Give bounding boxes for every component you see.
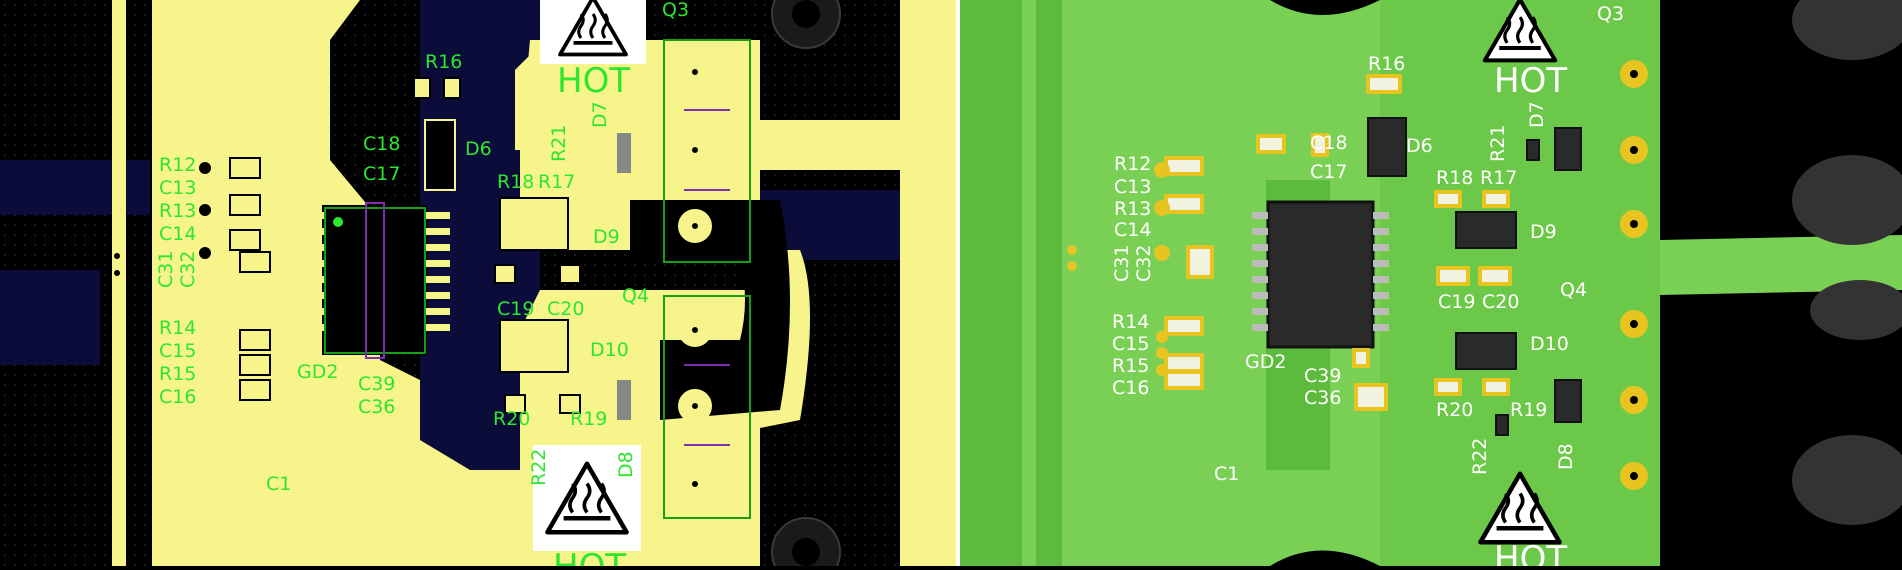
designator-label: R14 bbox=[1112, 311, 1149, 333]
designator-label: D9 bbox=[1530, 221, 1557, 243]
designator-label: C36 bbox=[1304, 387, 1341, 409]
designator-label: D7 bbox=[589, 101, 611, 128]
hot-warning-text: HOT bbox=[553, 547, 626, 566]
designator-label: R19 bbox=[570, 408, 607, 430]
designator-label: R22 bbox=[1469, 438, 1491, 475]
designator-label: R18 bbox=[1436, 167, 1473, 189]
designator-label: R13 bbox=[1114, 198, 1151, 220]
designator-label: C14 bbox=[1114, 219, 1151, 241]
designator-label: GD2 bbox=[297, 361, 338, 383]
designator-label: C17 bbox=[1310, 161, 1347, 183]
designator-label: R14 bbox=[159, 317, 196, 339]
designator-label: R15 bbox=[1112, 355, 1149, 377]
designator-label: R12 bbox=[159, 154, 196, 176]
hot-warning-text: HOT bbox=[1494, 61, 1567, 101]
designator-label: C32 bbox=[177, 251, 199, 288]
designator-label: D10 bbox=[590, 339, 629, 361]
designator-label: C20 bbox=[547, 298, 584, 320]
designator-label: R19 bbox=[1510, 399, 1547, 421]
designator-label: C16 bbox=[159, 386, 196, 408]
designator-label: Q3 bbox=[662, 0, 689, 21]
designator-label: C20 bbox=[1482, 291, 1519, 313]
designator-label: Q4 bbox=[622, 285, 649, 307]
designator-label: Q3 bbox=[1597, 3, 1624, 25]
designator-label: C31 bbox=[155, 251, 177, 288]
designator-label: D6 bbox=[465, 138, 492, 160]
designator-label: C1 bbox=[266, 473, 291, 495]
right-3d-render-panel: HOT HOT Q3 R16 C18 C17 D6 R21 D7 R18 R17… bbox=[960, 0, 1902, 570]
designator-label: R13 bbox=[159, 200, 196, 222]
designator-label: C1 bbox=[1214, 463, 1239, 485]
designator-label: R16 bbox=[425, 51, 462, 73]
designator-label: R12 bbox=[1114, 153, 1151, 175]
designator-label: R21 bbox=[548, 125, 570, 162]
designator-label: D10 bbox=[1530, 333, 1569, 355]
designator-label: R17 bbox=[538, 171, 575, 193]
designator-label: R15 bbox=[159, 363, 196, 385]
designator-label: C19 bbox=[497, 298, 534, 320]
hot-warning-text: HOT bbox=[557, 61, 630, 101]
designator-label: R22 bbox=[528, 449, 550, 486]
designator-label: C13 bbox=[159, 177, 196, 199]
designator-label: C19 bbox=[1438, 291, 1475, 313]
designator-label: D8 bbox=[615, 451, 637, 478]
designator-label: C39 bbox=[1304, 365, 1341, 387]
designator-label: C15 bbox=[159, 340, 196, 362]
designator-label: D7 bbox=[1526, 101, 1548, 128]
designator-label: GD2 bbox=[1245, 351, 1286, 373]
designator-label: Q4 bbox=[1560, 279, 1587, 301]
designator-label: C13 bbox=[1114, 176, 1151, 198]
designator-label: R16 bbox=[1368, 53, 1405, 75]
designator-label: C17 bbox=[363, 163, 400, 185]
designator-label: C14 bbox=[159, 223, 196, 245]
designator-label: R17 bbox=[1480, 167, 1517, 189]
designator-label: D6 bbox=[1406, 135, 1433, 157]
panel-divider bbox=[956, 0, 960, 566]
designator-label: C18 bbox=[1310, 132, 1347, 154]
designator-label: R20 bbox=[1436, 399, 1473, 421]
hot-warning-text: HOT bbox=[1494, 539, 1567, 566]
designator-label: C36 bbox=[358, 396, 395, 418]
designator-label: C32 bbox=[1133, 245, 1155, 282]
designator-label: R21 bbox=[1487, 125, 1509, 162]
designator-label: D9 bbox=[593, 226, 620, 248]
designator-label: C15 bbox=[1112, 333, 1149, 355]
designator-label: D8 bbox=[1555, 443, 1577, 470]
left-2d-layout-panel: HOT HOT Q3 R16 C18 C17 D6 R21 D7 R18 R17… bbox=[0, 0, 956, 570]
designator-label: R20 bbox=[493, 408, 530, 430]
designator-label: R18 bbox=[497, 171, 534, 193]
designator-label: C16 bbox=[1112, 377, 1149, 399]
designator-label: C18 bbox=[363, 133, 400, 155]
designator-label: C39 bbox=[358, 373, 395, 395]
designator-label: C31 bbox=[1111, 245, 1133, 282]
